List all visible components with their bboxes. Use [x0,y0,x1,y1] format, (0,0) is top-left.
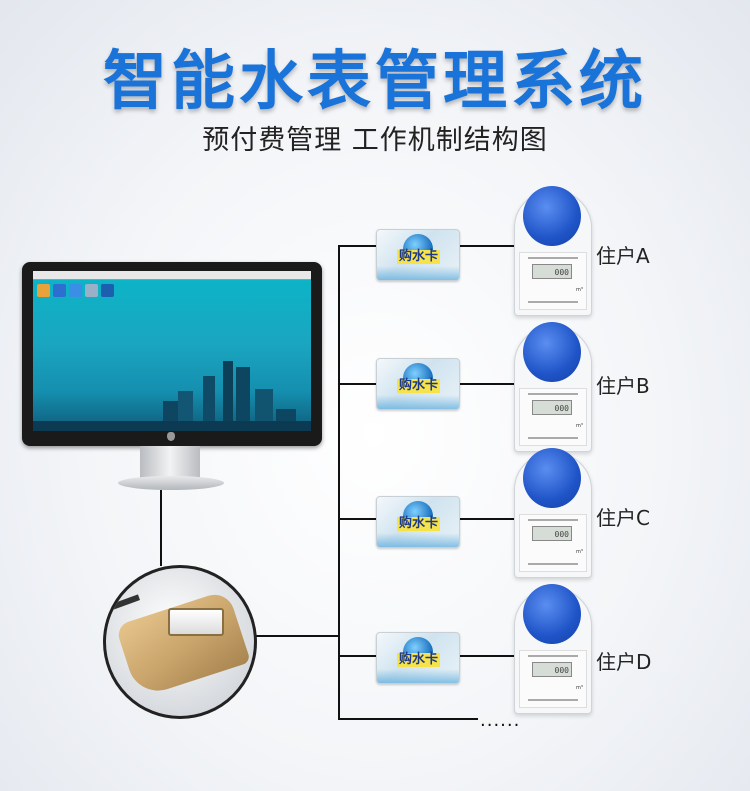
water-wave-icon [377,266,459,280]
water-meter-c: 000 m³ [514,448,592,578]
computer-monitor [22,262,322,446]
meter-panel: 000 m³ [519,514,587,572]
vertical-trunk-line [338,245,340,720]
toolbar-icon-2 [53,284,66,297]
meter-knob [523,322,581,382]
meter-unit: m³ [576,287,583,293]
resident-label-c: 住户C [596,506,650,530]
meter-label-line [528,393,578,395]
toolbar-icon-4 [85,284,98,297]
water-wave-icon [377,395,459,409]
water-wave-icon [377,533,459,547]
water-card-b: 购水卡 [376,358,460,410]
branch-line-more [338,718,478,720]
card-reader-slot [168,608,224,636]
meter-unit: m³ [576,685,583,691]
meter-unit: m³ [576,423,583,429]
software-menubar [33,271,311,280]
card-label: 购水卡 [397,249,441,264]
meter-label-line [528,699,578,701]
water-wave-icon [377,669,459,683]
water-meter-a: 000 m³ [514,186,592,316]
meter-panel: 000 m³ [519,388,587,446]
card-label: 购水卡 [397,516,441,531]
resident-label-a: 住户A [596,244,650,268]
meter-unit: m³ [576,549,583,555]
more-residents-ellipsis: ...... [480,710,521,731]
meter-knob [523,448,581,508]
toolbar-icon-5 [101,284,114,297]
toolbar-icon-3 [69,284,82,297]
card-label: 购水卡 [397,652,441,667]
meter-label-line [528,519,578,521]
card-reader-device [115,589,251,699]
meter-label-line [528,563,578,565]
apple-logo-icon [167,432,175,441]
meter-lcd: 000 [532,400,572,415]
monitor-screen [33,271,311,431]
meter-label-line [528,655,578,657]
resident-label-b: 住户B [596,374,650,398]
meter-lcd: 000 [532,662,572,677]
meter-panel: 000 m³ [519,650,587,708]
water-card-d: 购水卡 [376,632,460,684]
water-meter-d: 000 m³ [514,584,592,714]
page-title: 智能水表管理系统 [103,45,647,119]
reader-to-trunk-line [250,635,340,637]
water-meter-b: 000 m³ [514,322,592,452]
meter-knob [523,584,581,644]
city-skyline-icon [33,361,311,431]
meter-panel: 000 m³ [519,252,587,310]
meter-label-line [528,301,578,303]
meter-label-line [528,257,578,259]
water-card-c: 购水卡 [376,496,460,548]
meter-lcd: 000 [532,526,572,541]
water-card-a: 购水卡 [376,229,460,281]
meter-label-line [528,437,578,439]
toolbar-icon-1 [37,284,50,297]
monitor-to-reader-line [160,490,162,566]
reader-cable [106,594,141,612]
meter-lcd: 000 [532,264,572,279]
meter-knob [523,186,581,246]
monitor-stand-base [118,476,224,490]
resident-label-d: 住户D [596,650,652,674]
card-reader-image [103,565,257,719]
page-subtitle: 预付费管理 工作机制结构图 [202,125,548,156]
card-label: 购水卡 [397,378,441,393]
